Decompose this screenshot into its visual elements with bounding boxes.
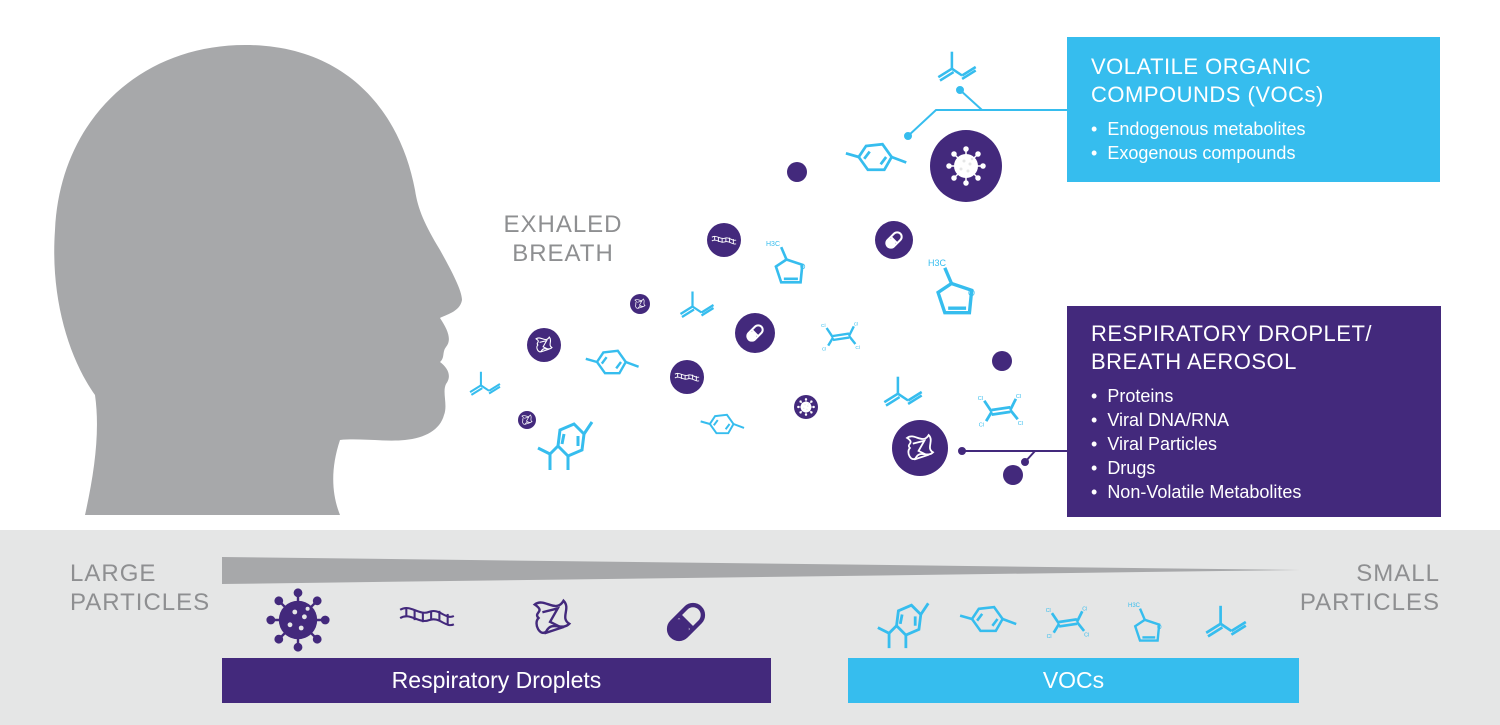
aerosol-list: Proteins Viral DNA/RNA Viral Particles D… [1091, 384, 1441, 504]
xylene-icon [845, 142, 908, 172]
cymene-icon [536, 420, 594, 472]
pill-particle [875, 221, 913, 259]
protein-particle [527, 328, 561, 362]
isoprene-icon [882, 375, 924, 407]
large-label-line1: LARGE [70, 560, 157, 587]
virus-icon [266, 588, 330, 652]
bottom-furan-labels: H3C O [1128, 603, 1162, 631]
oxygen-label: O [800, 264, 806, 271]
dna-particle [670, 360, 704, 394]
methyl-label: H3C [928, 258, 947, 268]
oxygen-label: O [968, 288, 975, 298]
list-item: Proteins [1091, 384, 1441, 408]
aerosol-connector [958, 447, 1068, 466]
methyl-label: H3C [1128, 603, 1141, 609]
pill-particle [735, 313, 775, 353]
ethylene-icon [976, 392, 1025, 430]
voc-list: Endogenous metabolites Exogenous compoun… [1091, 117, 1440, 165]
exhaled-breath-label: EXHALED BREATH [503, 210, 623, 268]
list-item: Non-Volatile Metabolites [1091, 480, 1441, 504]
list-item: Viral DNA/RNA [1091, 408, 1441, 432]
droplet-dot [1003, 465, 1023, 485]
furan-icon [774, 245, 804, 284]
voc-title-line2: COMPOUNDS (VOCs) [1091, 82, 1324, 107]
list-item: Endogenous metabolites [1091, 117, 1440, 141]
small-particles-label: SMALL PARTICLES [1300, 559, 1440, 617]
furan-icon [936, 265, 974, 315]
size-gradient-wedge [222, 557, 1300, 584]
oxygen-label: O [1157, 625, 1162, 631]
protein-particle-small [630, 294, 650, 314]
purple-particles [518, 130, 1023, 485]
exhaled-label-line1: EXHALED [503, 211, 623, 238]
xylene-icon [700, 413, 746, 435]
voc-info-box: VOLATILE ORGANIC COMPOUNDS (VOCs) Endogen… [1067, 37, 1440, 182]
aerosol-title-line2: BREATH AEROSOL [1091, 349, 1297, 374]
isoprene-icon [468, 370, 502, 397]
small-label-line2: PARTICLES [1299, 589, 1440, 616]
protein-particle-large [892, 420, 948, 476]
list-item: Viral Particles [1091, 432, 1441, 456]
ethylene-icon [819, 320, 862, 352]
protein-particle-small [518, 411, 536, 429]
isoprene-icon [679, 290, 715, 319]
exhaled-label-line2: BREATH [512, 240, 614, 267]
methyl-label: H3C [766, 241, 780, 248]
large-label-line2: PARTICLES [70, 589, 211, 616]
aerosol-title-line1: RESPIRATORY DROPLET/ [1091, 321, 1373, 346]
voc-connector [904, 86, 1068, 140]
virus-particle-large [930, 130, 1002, 202]
virus-particle-small [794, 395, 818, 419]
respiratory-droplets-bar: Respiratory Droplets [222, 658, 771, 703]
isoprene-icon [936, 50, 978, 82]
xylene-icon [585, 349, 640, 375]
list-item: Drugs [1091, 456, 1441, 480]
list-item: Exogenous compounds [1091, 141, 1440, 165]
droplet-dot [787, 162, 807, 182]
vocs-bar: VOCs [848, 658, 1299, 703]
dna-particle [707, 223, 741, 257]
head-silhouette [54, 45, 462, 515]
droplet-dot [992, 351, 1012, 371]
voc-title-line1: VOLATILE ORGANIC [1091, 54, 1312, 79]
small-label-line1: SMALL [1356, 560, 1440, 587]
large-particles-label: LARGE PARTICLES [70, 559, 210, 617]
aerosol-info-box: RESPIRATORY DROPLET/BREATH AEROSOL Prote… [1067, 306, 1441, 517]
